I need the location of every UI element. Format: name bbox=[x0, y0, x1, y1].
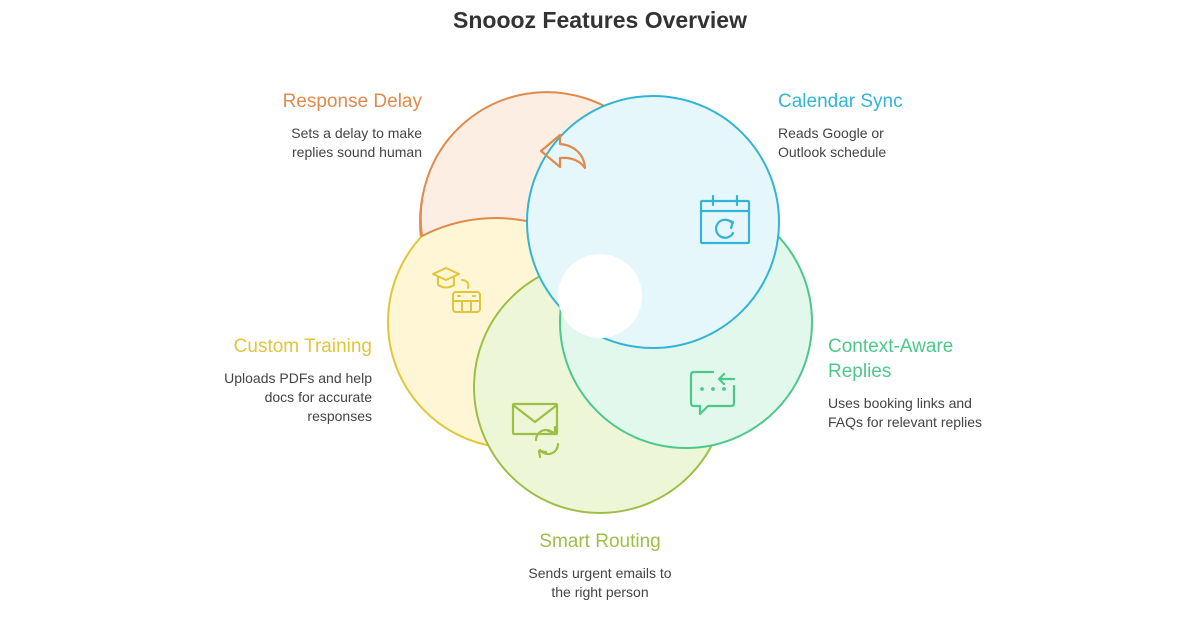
graduation-robot-icon bbox=[432, 267, 481, 313]
feature-calendar-sync: Calendar Sync Reads Google or Outlook sc… bbox=[778, 89, 998, 162]
feature-context-aware-replies: Context-Aware Replies Uses booking links… bbox=[828, 334, 1028, 432]
chat-bubble-icon bbox=[689, 370, 736, 416]
feature-smart-routing: Smart Routing Sends urgent emails to the… bbox=[470, 529, 730, 602]
feature-title: Custom Training bbox=[233, 336, 372, 357]
feature-custom-training: Custom Training Uploads PDFs and help do… bbox=[150, 334, 372, 426]
feature-title: Smart Routing bbox=[539, 531, 661, 552]
feature-description: Sends urgent emails to the right person bbox=[528, 565, 672, 600]
feature-description: Uses booking links and FAQs for relevant… bbox=[828, 395, 983, 430]
feature-response-delay: Response Delay Sets a delay to make repl… bbox=[200, 89, 422, 162]
center-hole bbox=[558, 254, 642, 338]
mail-refresh-icon bbox=[511, 402, 560, 459]
feature-description: Sets a delay to make replies sound human bbox=[291, 125, 422, 160]
reply-arrow-icon bbox=[539, 133, 587, 170]
calendar-refresh-icon bbox=[699, 194, 751, 245]
feature-title: Calendar Sync bbox=[778, 91, 903, 112]
feature-title: Response Delay bbox=[282, 91, 422, 112]
diagram-title: Snoooz Features Overview bbox=[453, 7, 747, 33]
feature-description: Reads Google or Outlook schedule bbox=[778, 125, 887, 160]
feature-description: Uploads PDFs and help docs for accurate … bbox=[224, 370, 372, 424]
feature-title: Context-Aware Replies bbox=[828, 336, 954, 382]
